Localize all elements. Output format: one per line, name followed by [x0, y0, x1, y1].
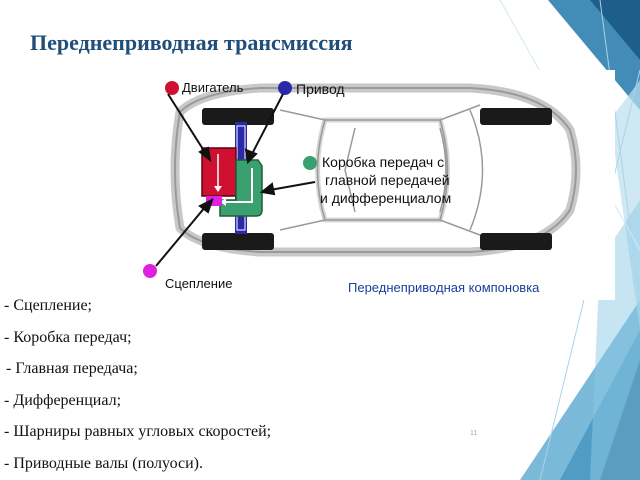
clutch-block — [206, 196, 222, 206]
rear-right-wheel — [480, 233, 552, 250]
clutch-dot — [143, 264, 157, 278]
list-item: - Сцепление; — [4, 297, 92, 314]
list-item: - Шарниры равных угловых скоростей; — [4, 423, 272, 440]
list-item: - Главная передача; — [6, 360, 138, 377]
slide-title: Переднеприводная трансмиссия — [30, 30, 353, 55]
front-left-wheel — [202, 108, 274, 125]
front-wheel-drive-diagram: Двигатель Привод Коробка передач с главн… — [140, 70, 615, 300]
gearbox-label-line1: Коробка передач с — [322, 154, 444, 170]
component-list: - Сцепление; - Коробка передач; - Главна… — [4, 290, 271, 479]
front-right-wheel — [202, 233, 274, 250]
gearbox-label-line2: главной передачей — [325, 172, 450, 188]
figure-caption: Переднеприводная компоновка — [348, 280, 540, 295]
list-item: - Приводные валы (полуоси). — [4, 454, 203, 472]
gearbox-dot — [303, 156, 317, 170]
list-item: - Дифференциал; — [4, 391, 122, 409]
page-number: 11 — [470, 430, 478, 437]
car-body — [170, 83, 581, 257]
rear-left-wheel — [480, 108, 552, 125]
engine-dot — [165, 81, 179, 95]
engine-label: Двигатель — [182, 80, 244, 95]
clutch-label: Сцепление — [165, 276, 232, 291]
pointer-arrows — [155, 93, 316, 267]
list-item: - Коробка передач; — [4, 328, 132, 346]
gearbox-label-line3: и дифференциалом — [320, 190, 451, 206]
drive-label: Привод — [296, 81, 345, 97]
drive-dot — [278, 81, 292, 95]
